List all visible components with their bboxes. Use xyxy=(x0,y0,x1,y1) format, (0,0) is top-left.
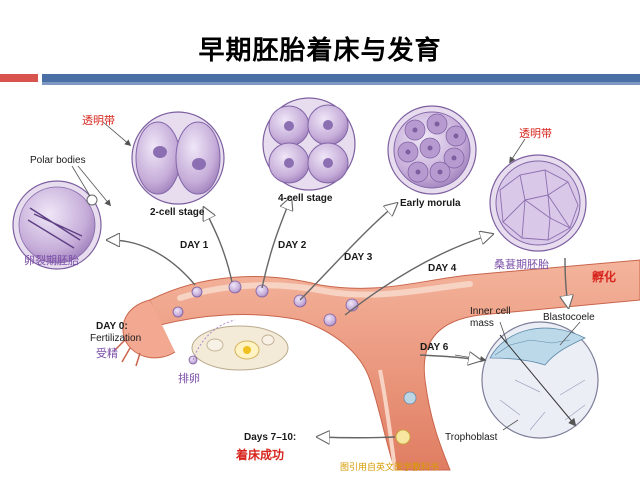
ovulation-label: 排卵 xyxy=(178,372,200,385)
two-cell-label: 2-cell stage xyxy=(150,207,205,218)
cleavage-embryo-label: 卵裂期胚胎 xyxy=(24,254,79,267)
two-cell-embryo xyxy=(131,111,225,205)
stage-arrows xyxy=(110,200,568,438)
fertilization-label: Fertilization xyxy=(90,333,142,344)
title-underline-red xyxy=(0,74,38,82)
uterus-illustration xyxy=(114,259,640,471)
day0-label: DAY 0: xyxy=(96,321,128,332)
title-underline-blue-light xyxy=(42,82,640,85)
morula-label: 桑葚期胚胎 xyxy=(494,258,549,271)
zona-pellucida-label-top: 透明带 xyxy=(82,114,115,127)
trophoblast-label: Trophoblast xyxy=(445,432,498,443)
polar-bodies-label: Polar bodies xyxy=(30,155,86,166)
hatching-label: 孵化 xyxy=(592,270,617,284)
four-cell-label: 4-cell stage xyxy=(278,193,333,204)
title-underline-blue xyxy=(42,74,640,82)
days7-10-label: Days 7–10: xyxy=(244,432,297,443)
source-note: 图引用自英文医学教科书 xyxy=(340,463,440,473)
day2-label: DAY 2 xyxy=(278,240,307,251)
inner-cell-mass-label-2: mass xyxy=(470,318,494,329)
early-morula-label: Early morula xyxy=(400,198,461,209)
slide-title: 早期胚胎着床与发育 xyxy=(198,36,442,66)
four-cell-embryo xyxy=(262,97,356,191)
morula-embryo xyxy=(489,154,587,252)
tube-embryos xyxy=(172,280,417,445)
blastocyst xyxy=(481,321,599,439)
zona-pellucida-label-right: 透明带 xyxy=(519,127,552,140)
ovary xyxy=(191,325,289,371)
zygote-cleavage-embryo xyxy=(12,180,102,270)
early-morula xyxy=(387,105,477,195)
day6-label: DAY 6 xyxy=(420,342,449,353)
fertilization-zh-label: 受精 xyxy=(96,347,118,360)
implantation-label: 着床成功 xyxy=(236,448,285,462)
day1-label: DAY 1 xyxy=(180,240,209,251)
blastocoele-label: Blastocoele xyxy=(543,312,595,323)
day4-label: DAY 4 xyxy=(428,263,457,274)
inner-cell-mass-label-1: Inner cell xyxy=(470,306,511,317)
day3-label: DAY 3 xyxy=(344,252,373,263)
